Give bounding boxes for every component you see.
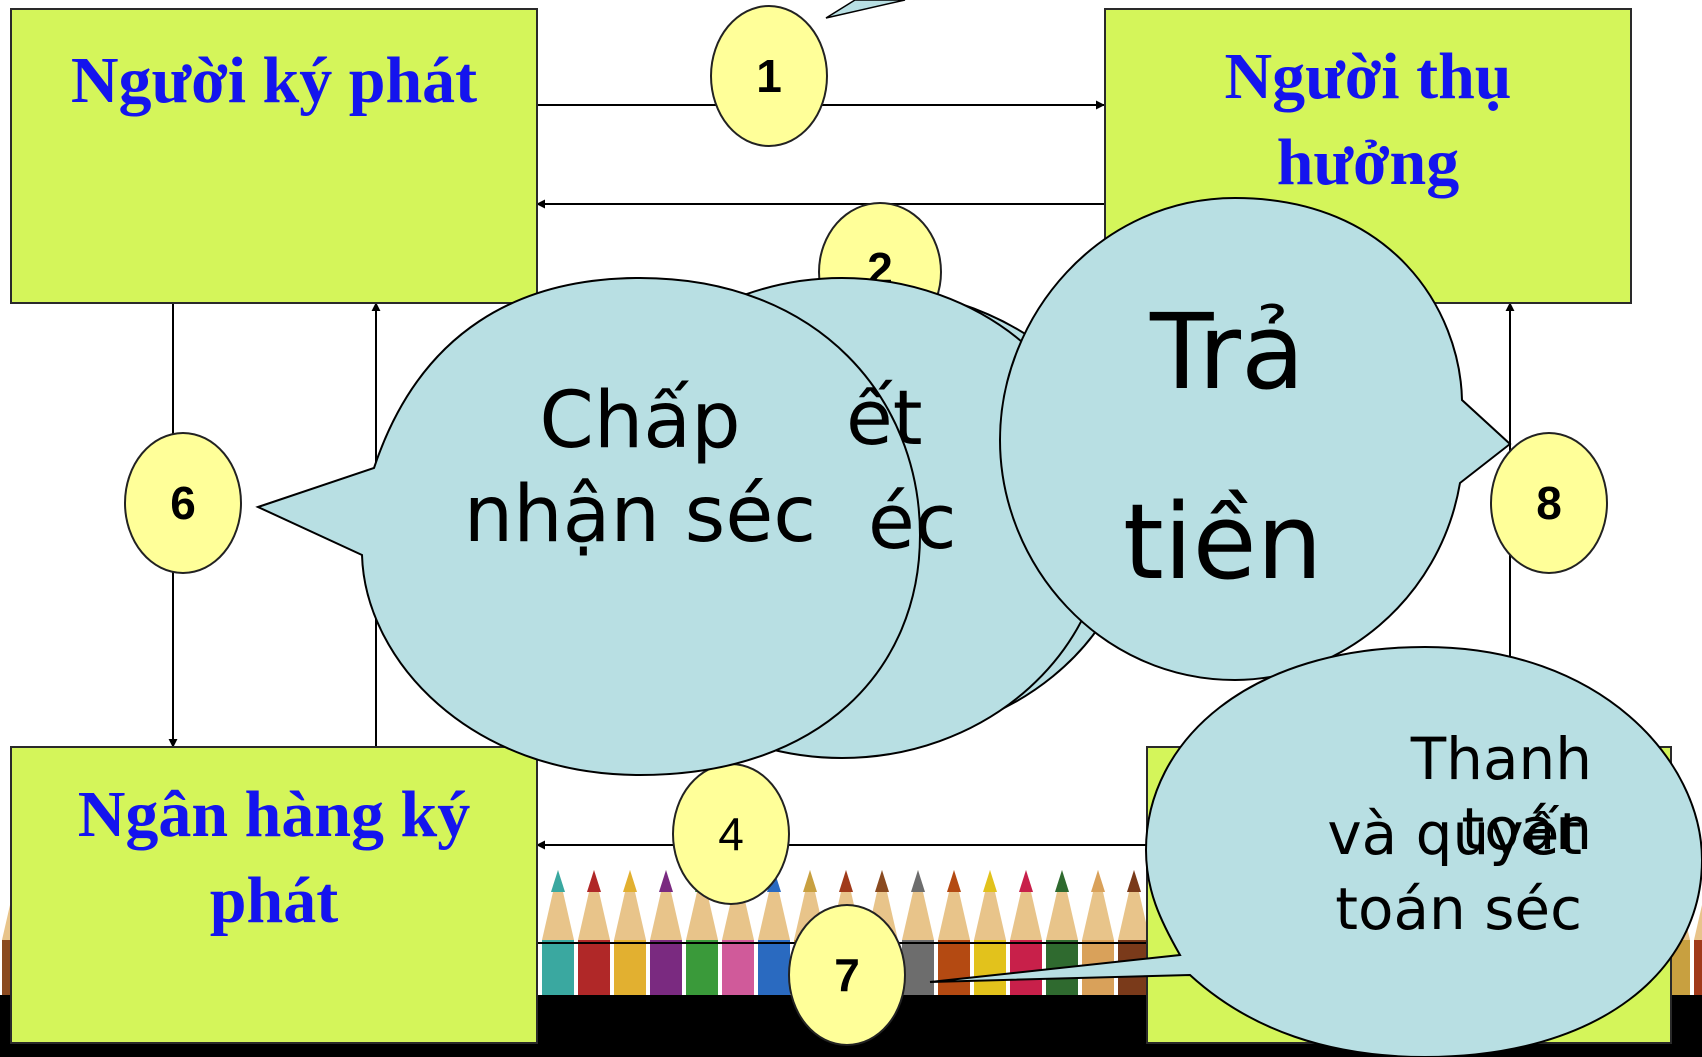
pencil-body xyxy=(650,940,682,995)
hidden-fragment-1: ết xyxy=(846,373,923,462)
step-7-label: 7 xyxy=(834,949,860,1001)
step-8-label: 8 xyxy=(1536,477,1562,529)
pencil-wood xyxy=(614,870,646,940)
pencil-wood xyxy=(1010,870,1042,940)
pencil-tip xyxy=(875,870,889,892)
pencil-body xyxy=(1010,940,1042,995)
pencil-body xyxy=(722,940,754,995)
pencil-wood xyxy=(686,870,718,940)
step-1-badge: 1 xyxy=(710,5,828,147)
pencil-wood xyxy=(578,870,610,940)
pencil-body xyxy=(974,940,1006,995)
pencil-wood xyxy=(902,870,934,940)
pencil-wood xyxy=(938,870,970,940)
step-8-badge: 8 xyxy=(1490,432,1608,574)
drawer-box-label: Người ký phát xyxy=(70,44,478,117)
settle-callout xyxy=(929,645,1702,1057)
pencil-tip xyxy=(1127,870,1141,892)
pencil-tip xyxy=(983,870,997,892)
pencil-tip xyxy=(911,870,925,892)
pencil-tip xyxy=(1055,870,1069,892)
pencil-body xyxy=(686,940,718,995)
step-6-label: 6 xyxy=(170,477,196,529)
pencil-tip xyxy=(803,870,817,892)
step-1-label: 1 xyxy=(756,50,782,102)
pencil-body xyxy=(902,940,934,995)
pencil-body xyxy=(578,940,610,995)
pencil-body xyxy=(938,940,970,995)
drawer-box: Người ký phát xyxy=(10,8,538,304)
pencil-wood xyxy=(1694,905,1702,940)
pencil-wood xyxy=(650,870,682,940)
top-callout-tail xyxy=(825,0,906,19)
step-4-label: 4 xyxy=(718,808,744,860)
step-4-badge: 4 xyxy=(672,763,790,905)
pencil-wood xyxy=(1118,870,1150,940)
accept-callout-text: Chấp nhận séc xyxy=(463,376,817,560)
pencil-wood xyxy=(974,870,1006,940)
pencil-body xyxy=(758,940,790,995)
pencil-tip xyxy=(947,870,961,892)
pay-callout xyxy=(998,196,1512,682)
pencil-body xyxy=(614,940,646,995)
pencil-wood xyxy=(542,870,574,940)
beneficiary-box-label: Người thụ hưởng xyxy=(1224,40,1512,199)
pencil-tip xyxy=(1091,870,1105,892)
pencil-tip xyxy=(623,870,637,892)
pencil-tip xyxy=(551,870,565,892)
pay-callout-line1: Trả xyxy=(1150,291,1305,413)
settle-callout-line2: và quyết xyxy=(1327,800,1582,868)
pencil-body xyxy=(1694,940,1702,995)
hidden-fragment-2: éc xyxy=(868,477,957,566)
settle-callout-line1: Thanh toán xyxy=(1410,725,1592,863)
pencil-tip xyxy=(587,870,601,892)
drawer-bank-box-label: Ngân hàng ký phát xyxy=(77,778,471,937)
pencil-wood xyxy=(722,870,754,940)
pencil-tip xyxy=(1019,870,1033,892)
step-6-badge: 6 xyxy=(124,432,242,574)
drawer-bank-box: Ngân hàng ký phát xyxy=(10,746,538,1044)
pencil-tip xyxy=(839,870,853,892)
step-7-badge: 7 xyxy=(788,904,906,1046)
pencil-wood xyxy=(1082,870,1114,940)
pay-callout-line2: tiền xyxy=(1123,481,1323,603)
pencil-wood xyxy=(758,870,790,940)
pencil-tip xyxy=(659,870,673,892)
settle-callout-line3: toán séc xyxy=(1335,875,1582,943)
accept-callout xyxy=(255,276,922,777)
pencil-wood xyxy=(1046,870,1078,940)
pencil-body xyxy=(542,940,574,995)
